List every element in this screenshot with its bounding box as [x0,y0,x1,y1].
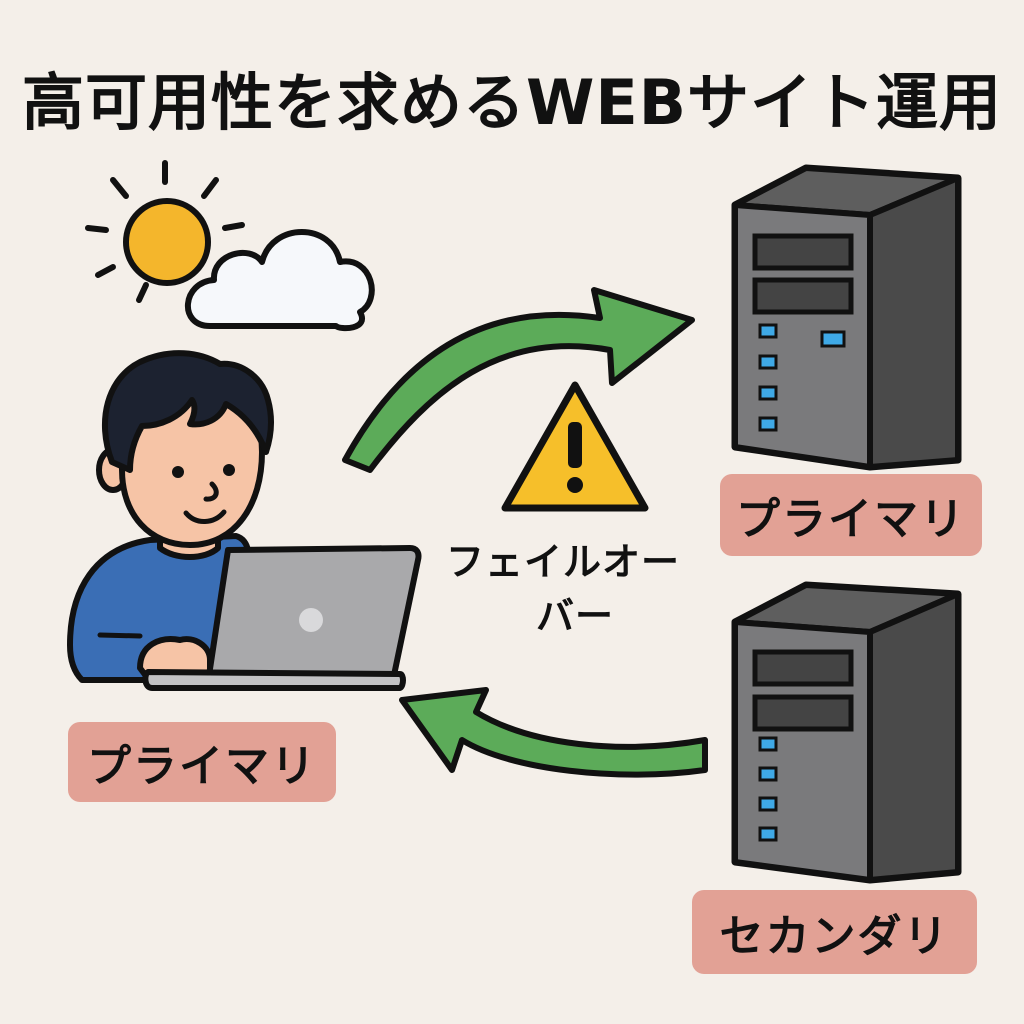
sun-icon [85,160,245,303]
user-label: プライマリ [68,722,336,802]
warning-icon [501,381,649,512]
server-icon [731,164,962,471]
cloud-icon [184,229,375,332]
laptop-icon [142,545,422,691]
server-icon [731,581,962,884]
arrow-icon [342,287,695,473]
failover-line-2: バー [536,594,615,638]
arrow-icon [399,687,708,778]
failover-label: フェイルオー バー [446,535,716,643]
user-figure [67,350,275,683]
failover-line-1: フェイルオー [446,540,681,584]
secondary-server-label: セカンダリ [692,890,977,974]
page-title: 高可用性を求めるWEBサイト運用 [22,66,1002,139]
primary-server-label: プライマリ [720,474,982,556]
